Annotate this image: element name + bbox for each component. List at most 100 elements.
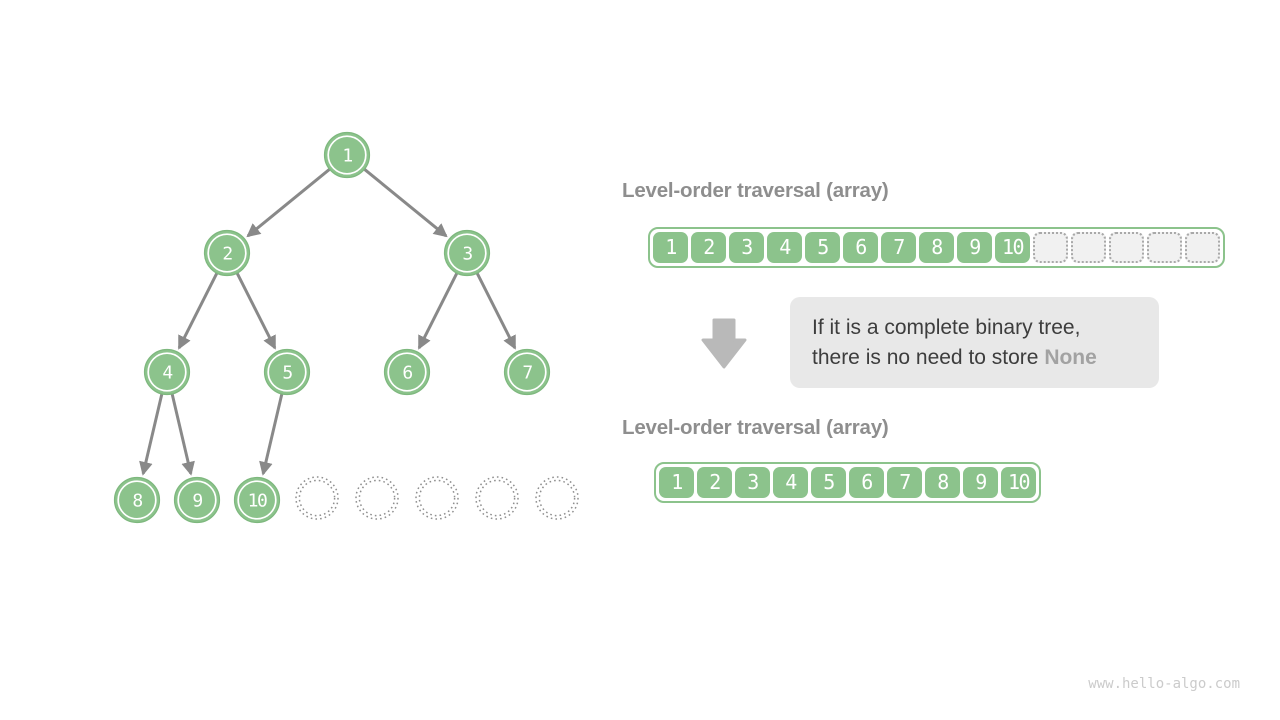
tree-node: 9 [173, 476, 221, 524]
callout-line2: there is no need to store [812, 346, 1045, 369]
tree-node-value: 2 [222, 244, 232, 265]
array-cell: 7 [887, 467, 922, 498]
tree-empty-node-inner-ring [298, 479, 336, 517]
array-cell: 10 [1001, 467, 1036, 498]
tree-empty-node [295, 476, 339, 520]
tree-node-ring [177, 480, 217, 520]
tree-node-value: 6 [402, 363, 412, 384]
tree-node-value: 5 [282, 363, 292, 384]
array-label-bottom: Level-order traversal (array) [622, 416, 889, 439]
tree-node-ring [267, 352, 307, 392]
tree-node-disk [443, 229, 491, 277]
tree-node-value: 9 [192, 491, 202, 512]
callout-box: If it is a complete binary tree, there i… [790, 297, 1159, 388]
array-cell: 1 [659, 467, 694, 498]
tree-edge [417, 271, 459, 350]
tree-empty-node [475, 476, 519, 520]
tree-node-value: 7 [522, 363, 532, 384]
array-cell-empty [1071, 232, 1106, 263]
tree-empty-node-outer-ring [415, 476, 459, 520]
array-cell-empty [1185, 232, 1220, 263]
tree-node: 6 [383, 348, 431, 396]
array-cell-empty [1033, 232, 1068, 263]
array-cell: 3 [735, 467, 770, 498]
tree-edge [259, 393, 284, 476]
array-cell: 8 [925, 467, 960, 498]
tree-empty-node [355, 476, 399, 520]
tree-node-ring [387, 352, 427, 392]
tree-node-disk [503, 348, 551, 396]
tree-node-value: 8 [132, 491, 142, 512]
tree-node-disk [113, 476, 161, 524]
tree-node: 4 [143, 348, 191, 396]
array-cell: 5 [805, 232, 840, 263]
tree-edge [139, 393, 164, 476]
callout-none-highlight: None [1044, 346, 1097, 369]
tree-empty-node [415, 476, 459, 520]
tree-edge [177, 271, 219, 350]
array-cell: 2 [697, 467, 732, 498]
tree-edge [246, 167, 331, 238]
tree-node-ring [117, 480, 157, 520]
callout-line1: If it is a complete binary tree, [812, 316, 1081, 339]
tree-node-value: 10 [248, 491, 267, 512]
array-cell: 8 [919, 232, 954, 263]
array-cell: 4 [767, 232, 802, 263]
tree-empty-node-inner-ring [478, 479, 516, 517]
tree-node-disk [233, 476, 281, 524]
tree-node-ring [447, 233, 487, 273]
array-cell: 5 [811, 467, 846, 498]
array-label-top: Level-order traversal (array) [622, 179, 889, 202]
array-cell: 9 [957, 232, 992, 263]
tree-node: 10 [233, 476, 281, 524]
tree-node-value: 4 [162, 363, 172, 384]
down-arrow-icon [701, 318, 747, 369]
tree-empty-node-outer-ring [535, 476, 579, 520]
array-cell: 10 [995, 232, 1030, 263]
tree-node-ring [327, 135, 367, 175]
tree-node-ring [207, 233, 247, 273]
tree-empty-node-inner-ring [538, 479, 576, 517]
array-cell: 7 [881, 232, 916, 263]
tree-node-ring [237, 480, 277, 520]
array-cell: 4 [773, 467, 808, 498]
tree-edge [235, 271, 277, 350]
tree-node: 7 [503, 348, 551, 396]
tree-node: 2 [203, 229, 251, 277]
tree-node: 5 [263, 348, 311, 396]
tree-node-disk [203, 229, 251, 277]
array-cell-empty [1109, 232, 1144, 263]
binary-tree-diagram: 1 2 3 4 5 6 7 8 9 10 [113, 131, 579, 524]
tree-empty-node-outer-ring [355, 476, 399, 520]
tree-empty-node-inner-ring [418, 479, 456, 517]
array-cell: 9 [963, 467, 998, 498]
tree-node-disk [143, 348, 191, 396]
tree-edge [475, 271, 517, 350]
tree-node-disk [323, 131, 371, 179]
array-cell: 3 [729, 232, 764, 263]
tree-empty-node-outer-ring [295, 476, 339, 520]
tree-empty-node [535, 476, 579, 520]
array-cell: 2 [691, 232, 726, 263]
down-arrow-shape [701, 318, 747, 369]
tree-node-value: 3 [462, 244, 472, 265]
tree-node: 1 [323, 131, 371, 179]
array-cell: 6 [849, 467, 884, 498]
tree-empty-node-outer-ring [475, 476, 519, 520]
tree-node-disk [383, 348, 431, 396]
tree-node-ring [147, 352, 187, 392]
tree-node-disk [263, 348, 311, 396]
array-cell-empty [1147, 232, 1182, 263]
tree-node: 8 [113, 476, 161, 524]
array-cell: 6 [843, 232, 878, 263]
tree-node-disk [173, 476, 221, 524]
array-cell: 1 [653, 232, 688, 263]
tree-edge [170, 393, 195, 476]
tree-node-ring [507, 352, 547, 392]
watermark-text: www.hello-algo.com [1088, 676, 1240, 692]
tree-empty-node-inner-ring [358, 479, 396, 517]
tree-node-value: 1 [342, 146, 352, 167]
